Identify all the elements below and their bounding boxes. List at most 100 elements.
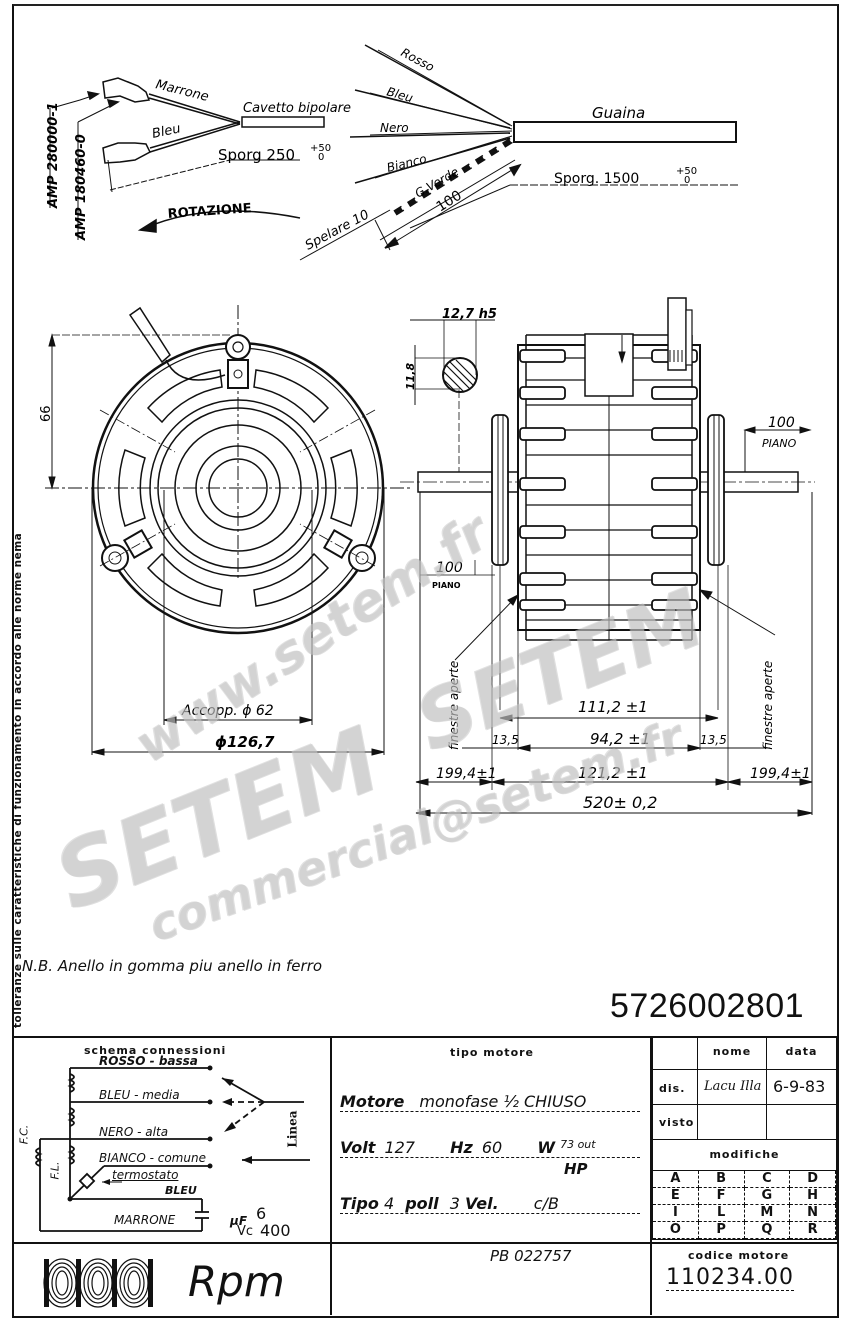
dim-shaft-flat: 11,8 (404, 363, 417, 390)
capacitor-vc-value: 400 (260, 1221, 291, 1240)
motor-type-panel: tipo motore Motore monofase ½ CHIUSO Vol… (332, 1036, 652, 1242)
schema-fl-label: F.L. (48, 1161, 62, 1180)
amp-label-2: AMP 180460-0 (74, 134, 89, 241)
dim-111: 111,2 ±1 (578, 698, 648, 716)
schema-rosso: ROSSO - bassa (99, 1054, 198, 1068)
drawing-number: 5726002801 (610, 987, 805, 1025)
schema-title: schema connessioni (84, 1044, 227, 1057)
motor-code-panel: codice motore 110234.00 (652, 1243, 837, 1315)
sporg-1500-label: Sporg. 1500 (554, 171, 639, 187)
flat-label-left: PIANO (432, 581, 461, 590)
row-dis-label: dis. (659, 1082, 686, 1095)
window-label-left: finestre aperte (447, 661, 461, 750)
dim-94: 94,2 ±1 (590, 730, 650, 748)
reference-panel: PB 022757 (332, 1243, 652, 1315)
strip-label: Spelare 10 (303, 207, 372, 253)
dim-flat-left: 100 (436, 560, 463, 576)
capacitor-uf-label: μF (230, 1214, 248, 1228)
motor-code-title: codice motore (688, 1249, 790, 1262)
cable-bipolar-label: Cavetto bipolare (243, 101, 351, 116)
dim-13-5-right: 13,5 (700, 733, 727, 747)
cable-diagram: AMP 280000-1 AMP 180460-0 Marrone Bleu C… (46, 44, 740, 261)
wire-label-bleu: Bleu (151, 121, 182, 142)
modifications-title: modifiche (709, 1148, 780, 1161)
schema-bleu: BLEU - media (99, 1088, 180, 1102)
volt-value: 127 (384, 1138, 415, 1157)
wire-label-rosso: Rosso (399, 45, 437, 74)
schema-nero: NERO - alta (99, 1125, 169, 1139)
w-label: W (537, 1138, 555, 1157)
dim-shaft-diameter: 12,7 h5 (442, 307, 497, 322)
wire-label-marrone: Marrone (154, 77, 210, 105)
title-block-top-rule (12, 1036, 837, 1038)
drafter-signature: Lacu Illa (704, 1079, 762, 1094)
dim-flat-right: 100 (768, 415, 795, 431)
amp-label-1: AMP 280000-1 (46, 102, 61, 209)
speeds-value: 3 (449, 1194, 460, 1213)
reference-number: PB 022757 (490, 1247, 572, 1265)
logo-panel: Rpm (12, 1243, 332, 1315)
flat-label-right: PIANO (762, 437, 797, 450)
mod-cell: C (744, 1171, 791, 1188)
schema-bianco: BIANCO - comune (99, 1151, 206, 1165)
schema-termostato: termostato (112, 1168, 179, 1182)
w-value: 73 out (560, 1138, 596, 1151)
mod-cell: B (698, 1171, 745, 1188)
col-name-header: nome (712, 1045, 752, 1058)
schema-fc-label: F.C. (17, 1124, 31, 1145)
mod-cell: N (790, 1205, 836, 1222)
schema-marrone: MARRONE (114, 1213, 176, 1227)
dim-66: 66 (39, 405, 54, 422)
rotation-label: ROTAZIONE (167, 201, 252, 222)
svg-text:0: 0 (684, 175, 690, 186)
wire-label-bleu-main: Bleu (385, 84, 415, 105)
volt-label: Volt (340, 1138, 376, 1157)
title-block-bottom-rule (12, 1242, 837, 1244)
mod-cell: F (698, 1188, 745, 1205)
dim-total-520: 520± 0,2 (583, 793, 657, 812)
capacitor-vc-label: Vc (237, 1224, 254, 1239)
motor-code-value: 110234.00 (666, 1265, 794, 1291)
svg-text:0: 0 (318, 152, 324, 163)
motor-type-title: tipo motore (450, 1046, 535, 1059)
dim-199-left: 199,4±1 (436, 766, 497, 782)
mod-cell: I (653, 1205, 699, 1222)
drawing-frame (12, 4, 839, 1318)
front-view-drawing: 66 Accopp. ϕ 62 ϕ126,7 (39, 305, 410, 756)
approval-panel: nome data dis. Lacu Illa 6-9-83 visto mo… (652, 1036, 837, 1242)
vel-label: Vel. (465, 1194, 499, 1213)
mod-cell: E (653, 1188, 699, 1205)
mod-cell: M (744, 1205, 791, 1222)
col-date-header: data (785, 1045, 818, 1058)
mod-cell: G (744, 1188, 791, 1205)
mod-cell: H (790, 1188, 836, 1205)
mod-cell: A (653, 1171, 699, 1188)
mod-cell: O (653, 1222, 699, 1239)
row-visto-label: visto (659, 1116, 695, 1129)
connection-schema-panel: schema connessioni (12, 1036, 332, 1242)
visto-name-cell (697, 1104, 767, 1140)
extra-value: c/B (533, 1194, 559, 1213)
mod-cell: D (790, 1171, 836, 1188)
side-view-drawing: 12,7 h5 11,8 100 PIANO 100 PIANO finestr… (400, 297, 815, 817)
window-label-right: finestre aperte (761, 661, 775, 750)
note-rubber-ring: N.B. Anello in gomma piu anello in ferro (22, 957, 323, 975)
dim-diameter-126: ϕ126,7 (215, 733, 275, 751)
poll-label: poll (405, 1194, 439, 1213)
mod-cell: Q (744, 1222, 791, 1239)
capacitor-uf-value: 6 (256, 1204, 267, 1223)
visto-date-cell (766, 1104, 837, 1140)
sheath-label: Guaina (592, 104, 645, 122)
modifications-grid: A B C D E F G H I L M N O P Q R (652, 1170, 837, 1240)
schema-linea-label: Linea (285, 1110, 300, 1148)
rpm-coil-logo-icon (43, 1258, 153, 1308)
wire-label-nero: Nero (380, 121, 409, 135)
mod-cell: P (698, 1222, 745, 1239)
hp-label: HP (564, 1160, 588, 1178)
mod-cell: R (790, 1222, 836, 1239)
svg-text:+50: +50 (310, 143, 331, 154)
poles-value: 4 (383, 1194, 395, 1213)
motore-label: Motore (340, 1092, 405, 1111)
hz-value: 60 (481, 1138, 503, 1157)
tipo-label: Tipo (340, 1194, 379, 1213)
